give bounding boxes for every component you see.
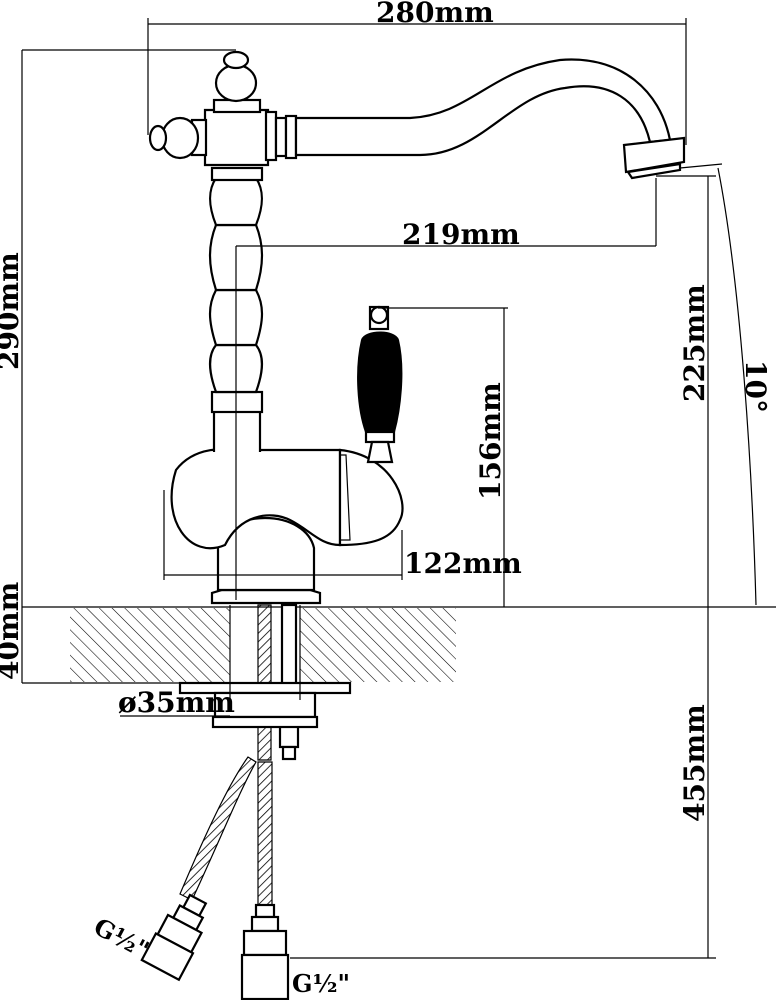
dim-spout-reach: 219mm: [402, 218, 520, 251]
dim-height-total: 290mm: [0, 252, 25, 370]
top-knob-cap: [222, 50, 250, 70]
dimension-lines: [21, 18, 757, 959]
aerator-outlet: [626, 162, 682, 180]
spout-nut-1: [264, 110, 278, 162]
countertop-hatch-right: [300, 608, 456, 682]
cap-seam: [340, 454, 351, 541]
lever-stem: [366, 440, 394, 464]
left-fitting: [140, 893, 208, 982]
stud-end: [281, 745, 297, 761]
thread-label-right: G½": [292, 969, 350, 998]
dim-width-total: 280mm: [376, 0, 494, 29]
lever-collar: [364, 430, 396, 444]
clamp-lower: [211, 715, 319, 729]
aerator-ring: [622, 136, 686, 174]
hub: [203, 108, 270, 167]
spout-nut-2: [274, 116, 288, 158]
dim-swivel-angle: 10°: [739, 360, 772, 413]
dim-counter-thickness: 40mm: [0, 582, 25, 680]
column-bulb-4: [208, 176, 264, 227]
fixing-plates: [178, 605, 352, 729]
lever-finial-ball: [369, 305, 389, 325]
spout-nut-3: [284, 114, 298, 160]
thread-label-left: G½": [89, 912, 154, 965]
spout: [294, 58, 686, 180]
dim-hose-length: 455mm: [678, 704, 711, 822]
lever-black-grip: [357, 331, 403, 433]
countertop-section: [22, 606, 776, 684]
lever-handle: [357, 305, 403, 464]
hose-lower-left: [179, 756, 257, 901]
dim-hole-diameter: ø35mm: [118, 686, 235, 719]
column-top-ring: [210, 166, 264, 182]
top-knob: [214, 63, 258, 103]
right-fitting: [240, 903, 290, 1000]
countertop-hatch-left: [70, 608, 230, 682]
stud-nut: [278, 723, 300, 749]
spout-arm: [294, 58, 672, 157]
dim-base-width: 122mm: [404, 547, 522, 580]
dim-spout-height: 225mm: [678, 284, 711, 402]
hose-lower-right: [257, 761, 273, 906]
side-knob-cap: [148, 124, 168, 152]
column-ring: [210, 390, 264, 414]
hose-fittings: [140, 893, 290, 1000]
side-knob: [160, 116, 200, 160]
base-flange: [210, 588, 322, 605]
dim-lever-height: 156mm: [474, 382, 507, 500]
